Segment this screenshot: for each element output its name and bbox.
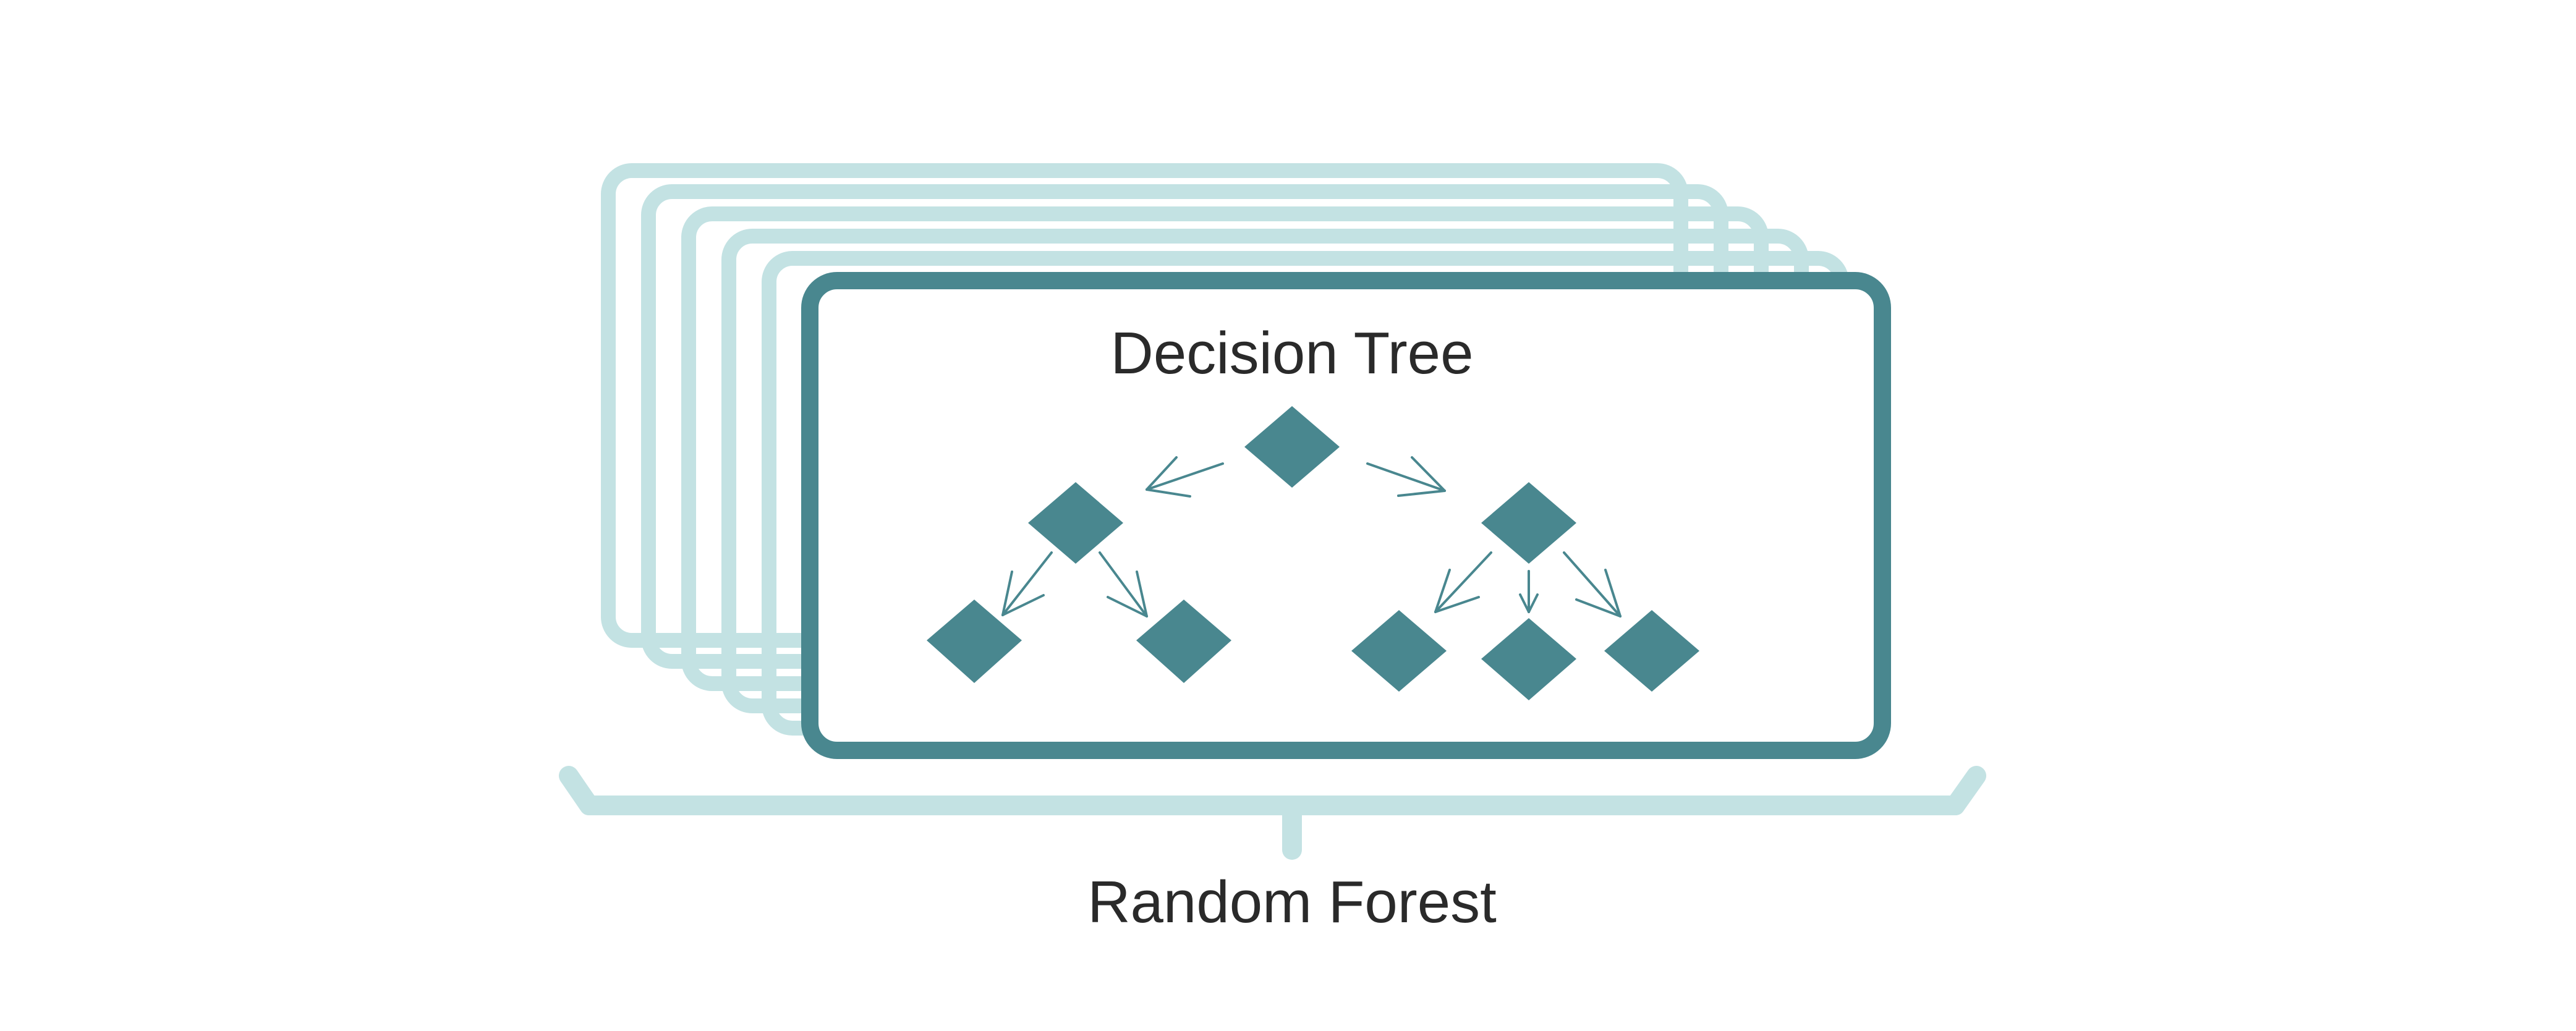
arrow-icon — [1099, 551, 1148, 617]
arrow-icon — [1434, 551, 1492, 613]
arrow-icon — [1563, 551, 1622, 617]
leaf-node-diamond-icon — [1604, 610, 1699, 692]
arrow-icon — [1146, 456, 1224, 498]
leaf-node-diamond-icon — [1351, 610, 1447, 692]
left-node-diamond-icon — [1028, 482, 1123, 564]
leaf-node-diamond-icon — [927, 600, 1022, 683]
tree-nodes — [927, 406, 1699, 700]
decision-tree-frame — [801, 272, 1891, 759]
tree-arrows — [1001, 456, 1622, 617]
leaf-node-diamond-icon — [1136, 600, 1231, 683]
random-forest-label: Random Forest — [1087, 869, 1497, 935]
leaf-node-diamond-icon — [1481, 618, 1576, 700]
forest-bracket-icon — [559, 766, 1986, 860]
root-node-diamond-icon — [1244, 406, 1340, 488]
arrow-icon — [1519, 570, 1539, 613]
arrow-icon — [1366, 456, 1446, 497]
right-node-diamond-icon — [1481, 482, 1576, 564]
decision-tree-title: Decision Tree — [1111, 320, 1474, 386]
arrow-icon — [1001, 551, 1053, 616]
